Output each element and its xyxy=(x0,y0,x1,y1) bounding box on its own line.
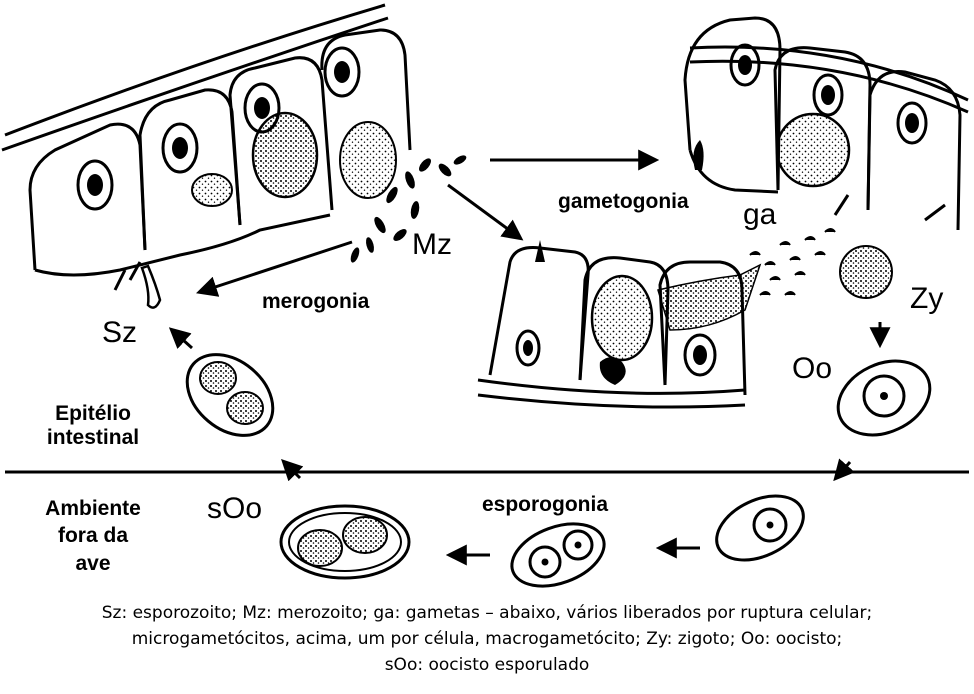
microgametes xyxy=(750,229,835,295)
label-epitelio-line1: Epitélio xyxy=(28,402,158,426)
label-sz: Sz xyxy=(102,316,137,350)
caption-line-3: sOo: oocisto esporulado xyxy=(0,652,974,678)
oocyst xyxy=(826,347,942,449)
label-zy: Zy xyxy=(910,282,943,316)
label-ambiente-line1: Ambiente xyxy=(28,495,158,522)
caption-line-1: Sz: esporozoito; Mz: merozoito; ga: game… xyxy=(0,600,974,626)
arrow-to-microgametocyte xyxy=(448,185,520,238)
label-ambiente-fora-da-ave: Ambiente fora da ave xyxy=(28,495,158,577)
label-ambiente-line2: fora da xyxy=(28,522,158,549)
arrow-merogonia xyxy=(200,242,352,292)
label-epitelio-line2: intestinal xyxy=(28,426,158,450)
sporulating-oocyst-early xyxy=(706,483,813,573)
sporulating-oocyst-late xyxy=(503,512,612,597)
sporozoite-entering xyxy=(142,266,160,308)
caption-line-2: microgametócitos, acima, um por célula, … xyxy=(0,626,974,652)
label-esporogonia: esporogonia xyxy=(482,493,608,517)
label-soo: sOo xyxy=(207,492,262,526)
label-mz: Mz xyxy=(412,228,452,262)
label-oo: Oo xyxy=(792,352,832,386)
arrow-to-ingestion xyxy=(284,462,300,478)
label-ambiente-line3: ave xyxy=(28,550,158,577)
sporulated-oocyst-ingested xyxy=(171,338,288,452)
label-gametogonia: gametogonia xyxy=(558,190,689,214)
label-merogonia: merogonia xyxy=(262,290,369,314)
arrow-oocyst-down xyxy=(836,462,850,478)
zygote xyxy=(840,246,892,298)
label-ga: ga xyxy=(743,198,776,232)
arrow-to-sporozoite xyxy=(172,330,192,348)
label-epitelio-intestinal: Epitélio intestinal xyxy=(28,402,158,450)
figure-caption: Sz: esporozoito; Mz: merozoito; ga: game… xyxy=(0,600,974,694)
sporulated-oocyst-outside xyxy=(281,506,409,578)
